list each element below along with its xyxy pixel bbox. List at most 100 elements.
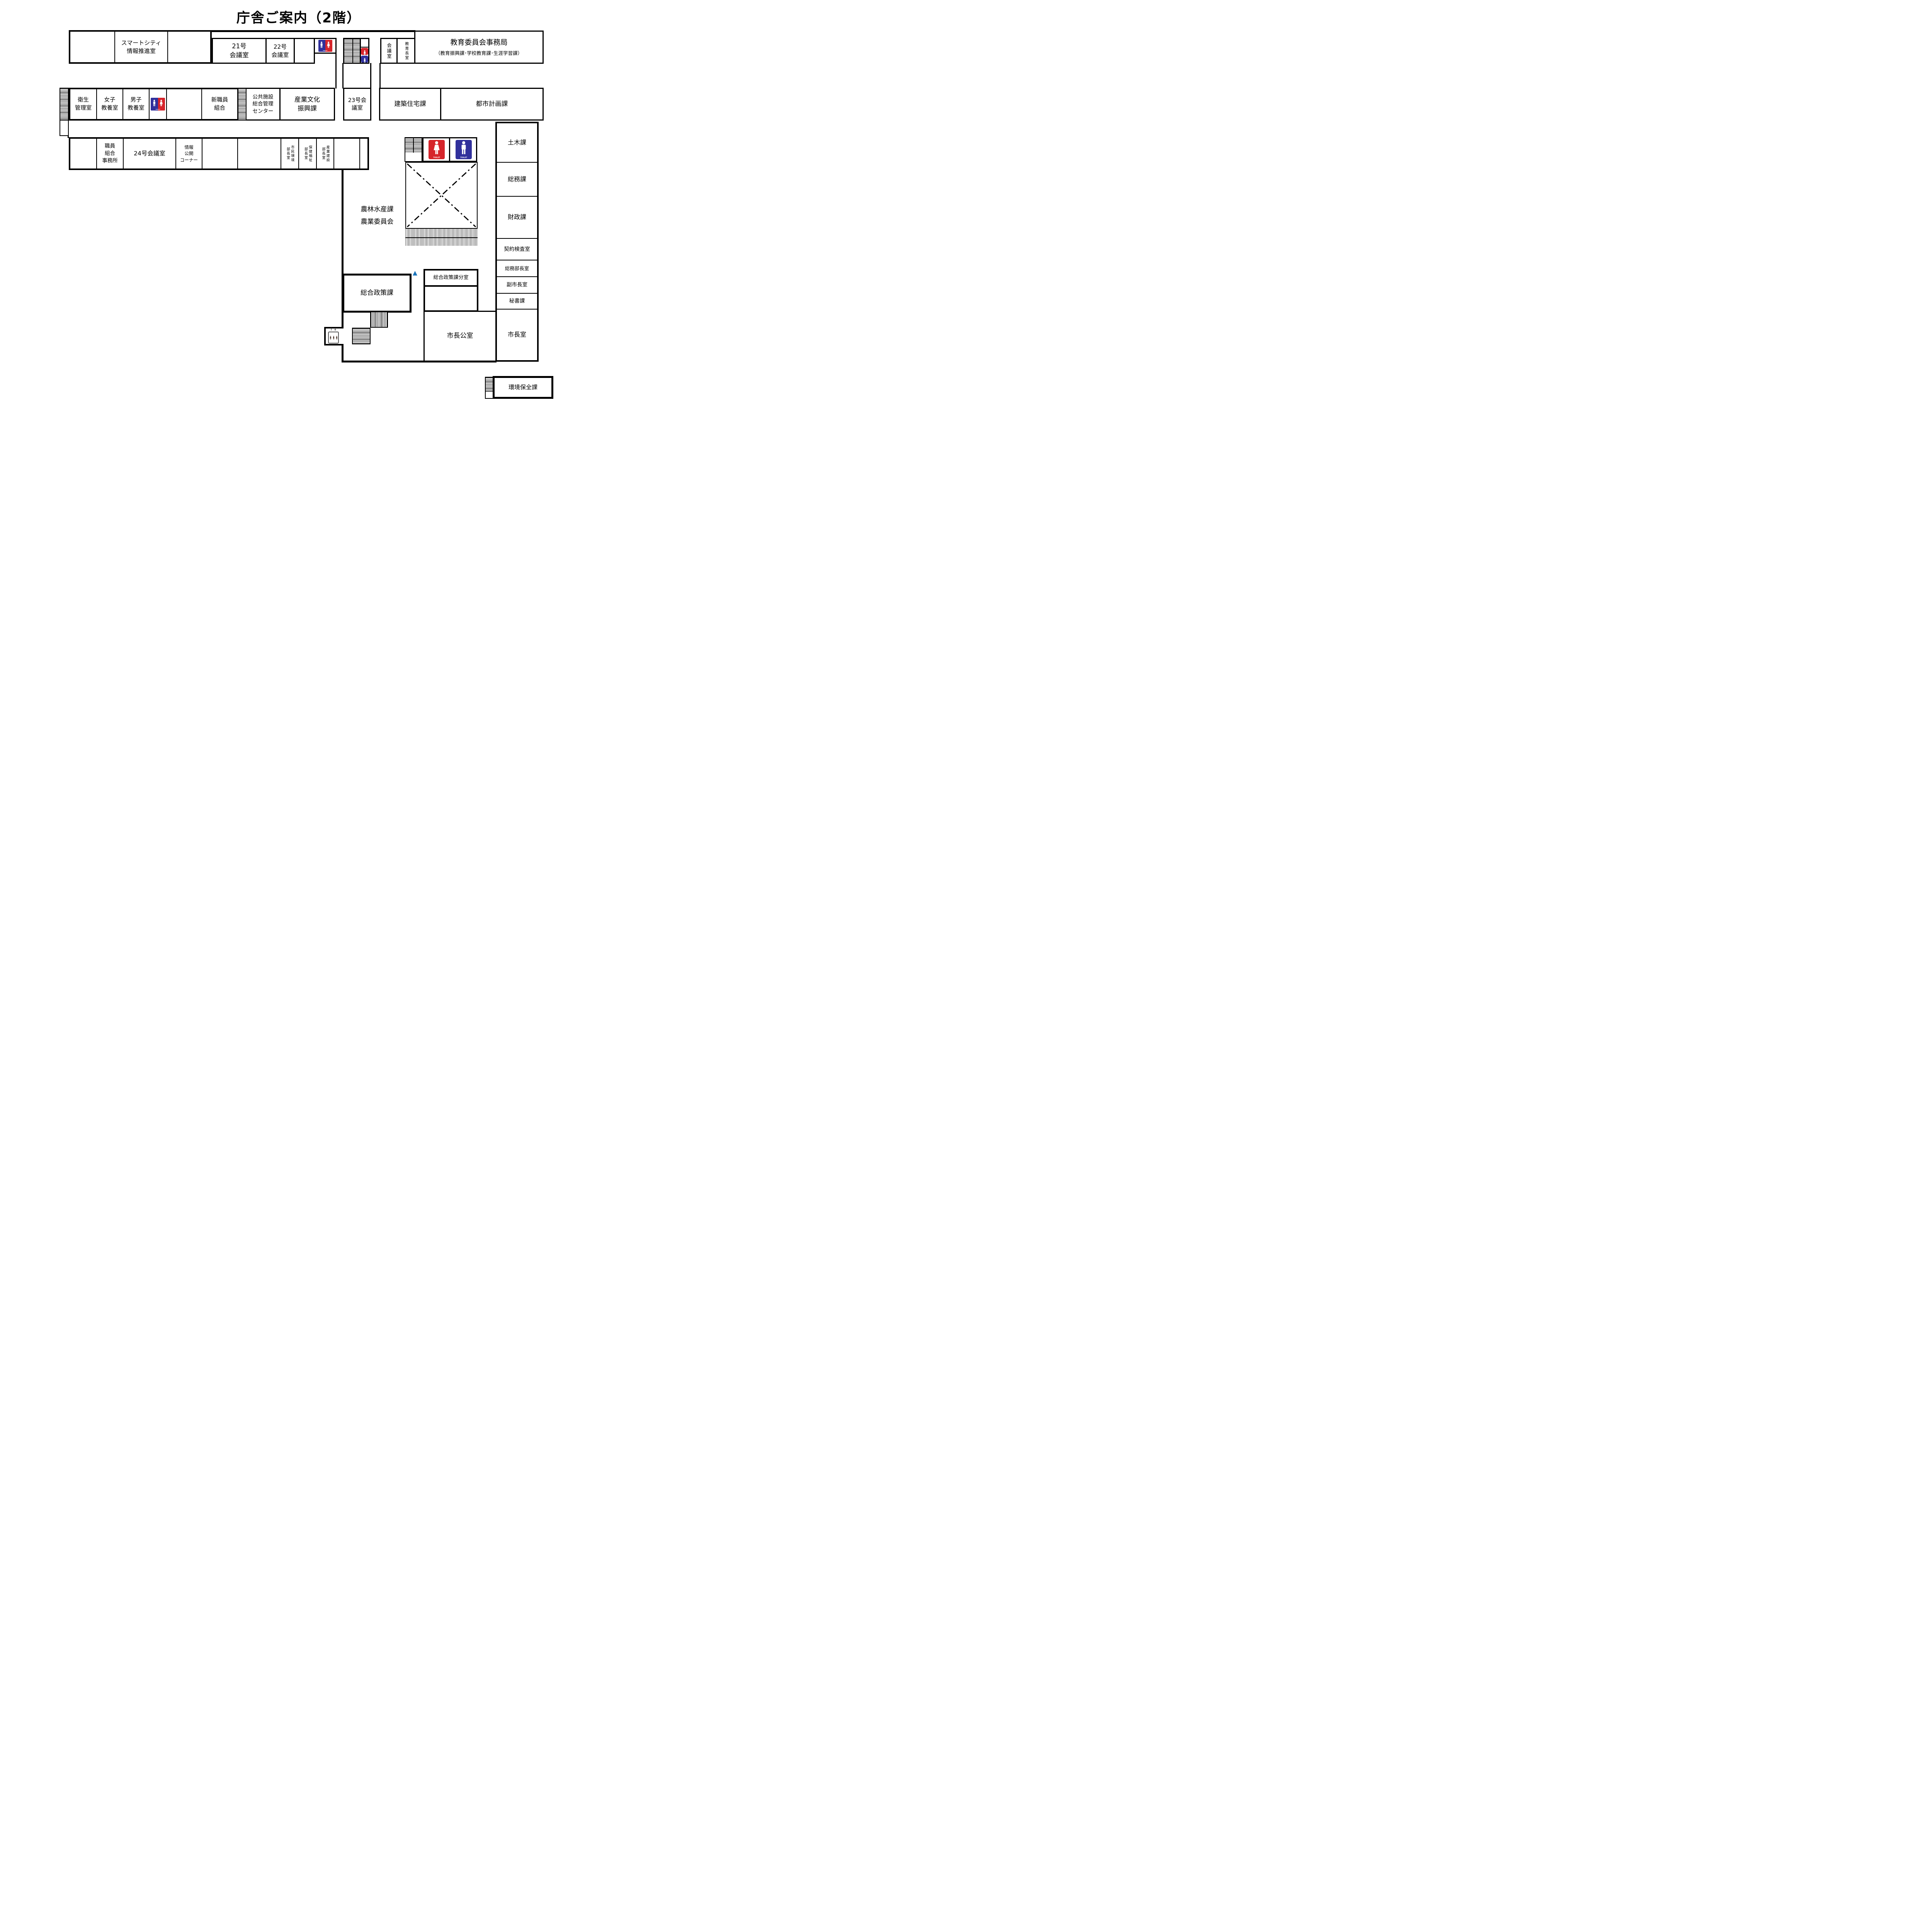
stairs-lower-horiz — [352, 328, 371, 344]
stairs-lower-vert — [370, 311, 388, 328]
cell-row3-empty-2 — [202, 139, 237, 168]
man-icon — [459, 141, 469, 155]
room-kyoiku-iinkai: 教育委員会事務局 （教育振興課･学校教育課･生涯学習課） — [414, 31, 544, 64]
room-somu: 総務課 — [497, 162, 537, 196]
stairs-row2-right-steps — [238, 88, 246, 120]
room-kaigishitsu-v-label: 会議室 — [386, 43, 392, 59]
page-title: 庁舎ご案内（2階） — [236, 10, 361, 26]
man-pictogram — [364, 58, 366, 63]
room-kenchiku-jutaku-label: 建築住宅課 — [394, 100, 426, 108]
mens-toilet-sign: TOILET — [456, 140, 472, 159]
toilet-caption: TOILET — [323, 50, 328, 51]
woman-pictogram — [327, 41, 330, 48]
escalator-band-1 — [405, 229, 478, 239]
room-22-kaigishitsu-label: 22号 会議室 — [271, 43, 289, 58]
womens-toilet-icon — [158, 98, 165, 111]
cell-row3-empty-3 — [237, 139, 281, 168]
cell-top-empty — [294, 38, 315, 64]
room-sogo-seisaku-bunshitsu-label: 総合政策課分室 — [433, 275, 469, 281]
cell-toilet-room-woman: TOILET — [422, 137, 450, 162]
womens-toilet-icon — [325, 40, 332, 52]
room-kyoikucho-v-label: 教育長室 — [404, 41, 408, 60]
room-21-kaigishitsu: 21号 会議室 — [212, 38, 267, 64]
room-22-kaigishitsu: 22号 会議室 — [265, 38, 295, 64]
man-icon — [152, 99, 157, 108]
woman-pictogram — [434, 141, 440, 154]
cell-row2-empty — [166, 89, 201, 119]
room-shicho-koshitsu: 市長公室 — [423, 311, 497, 362]
cell-top-left-empty-2 — [167, 32, 210, 62]
room-zaisei: 財政課 — [497, 196, 537, 238]
cell-row3-empty-1 — [70, 139, 96, 168]
room-toshi-keikaku: 都市計画課 — [440, 88, 544, 121]
stairs-top-center — [343, 38, 362, 64]
wall-corridor-1 — [335, 53, 337, 88]
toilet-pair-icon: TOILET — [318, 40, 332, 52]
woman-pictogram — [160, 100, 163, 106]
mens-toilet-sign — [361, 56, 368, 63]
cell-below-bunshitsu — [423, 285, 478, 312]
room-danshi-kyoyo: 男子 教養室 — [122, 89, 149, 119]
stairs-bottom-right — [485, 377, 493, 391]
escalator-band-2 — [405, 238, 478, 246]
woman-icon — [432, 141, 442, 155]
room-21-kaigishitsu-label: 21号 会議室 — [230, 42, 249, 59]
man-icon — [319, 41, 324, 49]
person-pictogram — [330, 335, 331, 339]
mens-toilet-icon — [151, 98, 158, 111]
stairs-top-center-divider — [352, 39, 353, 63]
elevator-arrows-icon: ↑↓ — [329, 327, 338, 332]
room-doboku: 土木課 — [507, 138, 526, 146]
cell-toilet-top: TOILET — [314, 38, 337, 54]
stairs-lower-horiz-steps — [353, 328, 370, 344]
floor-plan: 庁舎ご案内（2階） スマートシティ 情報推進室衛生 管理室女子 教養室男子 教養… — [0, 0, 597, 422]
cell-toilet-room-man: TOILET — [449, 137, 477, 162]
elevator-person-icon — [335, 334, 338, 342]
wall-corridor-3 — [370, 63, 371, 88]
room-sangyo-bunka-label: 産業文化 振興課 — [294, 95, 320, 112]
void-x-icon — [406, 163, 476, 228]
man-pictogram — [153, 100, 155, 106]
stairs-mid-landing-divider — [413, 138, 414, 153]
man-icon — [362, 57, 367, 63]
room-toshi-keikaku-label: 都市計画課 — [476, 100, 508, 108]
cell-row3-empty-5 — [359, 139, 367, 168]
stairs-row2-right — [238, 88, 247, 121]
room-shicho-koshitsu-label: 市長公室 — [447, 332, 473, 340]
room-kyoiku-iinkai-label: 教育委員会事務局 — [450, 39, 508, 47]
room-shicho: 市長室 — [497, 309, 537, 360]
direction-triangle — [413, 271, 417, 276]
room-kyoiku-iinkai-sublabel: （教育振興課･学校教育課･生涯学習課） — [435, 50, 522, 56]
wall-middle-left — [342, 169, 344, 362]
wall-corridor-4 — [379, 63, 381, 88]
room-fuku-shicho: 副市長室 — [497, 276, 537, 293]
room-kyoikucho-v: 教育長室 — [396, 38, 415, 64]
band-top-left: スマートシティ 情報推進室 — [69, 30, 212, 64]
person-pictogram — [333, 335, 334, 339]
room-smart-city: スマートシティ 情報推進室 — [114, 32, 167, 62]
stairs-mid-landing — [405, 137, 422, 162]
cell-bottom-right — [485, 391, 493, 399]
wall-corridor-2 — [342, 63, 344, 88]
room-sogo-seisaku: 総合政策課 — [342, 274, 412, 313]
stairs-bottom-right-steps — [486, 378, 493, 391]
womens-toilet-sign: TOILET — [429, 140, 445, 159]
stairs-lower-vert-steps — [371, 312, 387, 327]
band-right-column: 土木課総務課財政課契約検査室総務部長室副市長室秘書課市長室 — [495, 122, 539, 362]
room-kankyo-hozen-label: 環境保全課 — [508, 384, 537, 391]
icon-column-white-cell — [361, 39, 368, 48]
wall-top-right — [212, 30, 415, 32]
elevator-icon — [328, 332, 339, 344]
room-eisei-kanri: 衛生 管理室 — [75, 97, 92, 111]
icon-column-top — [360, 38, 369, 64]
person-pictogram — [336, 335, 337, 339]
man-pictogram — [461, 141, 466, 154]
wall-middle-bottom — [342, 361, 497, 362]
stairs-left-wing-steps — [60, 88, 68, 120]
cell-top-left-empty-1 — [70, 32, 114, 62]
room-norin-suisan: 農林水産課 農業委員会 — [344, 200, 410, 231]
void-shaft — [405, 162, 478, 229]
woman-icon — [326, 41, 331, 49]
man-pictogram — [320, 41, 323, 48]
